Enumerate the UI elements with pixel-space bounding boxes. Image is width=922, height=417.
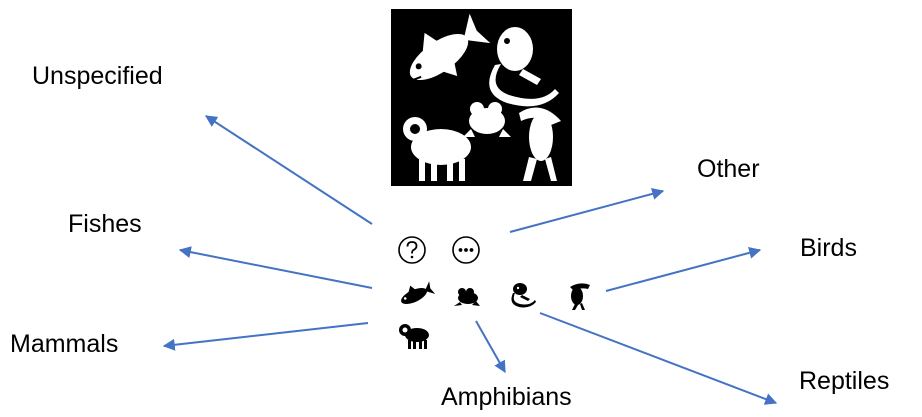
animal-group-icon [391, 9, 572, 186]
label-unspecified: Unspecified [32, 62, 163, 90]
more-dots-circle-icon [451, 235, 481, 265]
hero-toucan-icon [519, 107, 561, 181]
toucan-icon [566, 279, 596, 311]
frog-icon [452, 284, 482, 308]
label-amphibians: Amphibians [441, 383, 572, 411]
label-birds: Birds [800, 234, 857, 262]
question-mark-circle-icon [397, 235, 427, 265]
ram-icon [397, 322, 433, 350]
label-reptiles: Reptiles [799, 367, 890, 395]
hero-lizard-icon [489, 27, 559, 107]
hero-frog-icon [463, 102, 511, 137]
label-other: Other [697, 155, 760, 183]
arrow-unspecified [204, 115, 373, 225]
hero-fish-icon [409, 13, 491, 81]
arrow-birds [605, 246, 762, 292]
lizard-icon [508, 280, 538, 310]
arrow-mammals [162, 322, 369, 351]
hero-ram-icon [403, 117, 471, 181]
arrow-reptiles [539, 312, 778, 405]
fish-icon [395, 280, 436, 310]
arrow-fishes [178, 246, 373, 289]
arrow-other [509, 187, 665, 233]
label-mammals: Mammals [10, 330, 119, 358]
arrow-amphibians [475, 320, 506, 374]
label-fishes: Fishes [68, 210, 142, 238]
